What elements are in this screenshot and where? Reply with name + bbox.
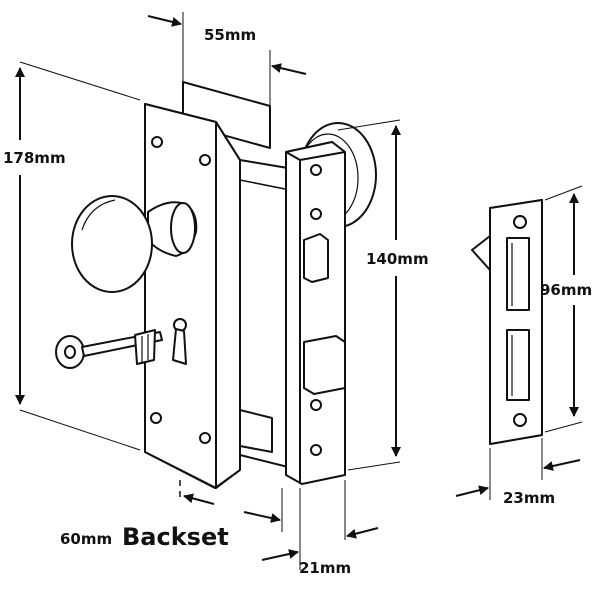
screw-hole (310, 164, 322, 176)
screw-hole (310, 399, 322, 411)
dimension-label-96mm: 96mm (540, 281, 592, 299)
screw-hole (310, 444, 322, 456)
door-knob (71, 195, 198, 293)
screw-hole (310, 208, 322, 220)
dimension-label-140mm: 140mm (366, 250, 429, 268)
strike-opening (506, 329, 530, 401)
skeleton-key (55, 329, 163, 369)
screw-hole (199, 432, 211, 444)
keyhole-icon (172, 318, 187, 365)
strike-opening (506, 237, 530, 311)
dimension-label-55mm: 55mm (204, 26, 256, 44)
screw-hole (151, 136, 163, 148)
backset-label: Backset (122, 523, 229, 551)
screw-hole (150, 412, 162, 424)
dimension-label-60mm: 60mm (60, 530, 112, 548)
latch-bolt (303, 233, 329, 283)
screw-hole (199, 154, 211, 166)
dimension-label-23mm: 23mm (503, 489, 555, 507)
escutcheon-plate (144, 103, 241, 489)
strike-plate (471, 199, 543, 445)
dimension-label-178mm: 178mm (3, 149, 66, 167)
dead-bolt (303, 335, 346, 395)
screw-hole (513, 215, 527, 229)
lock-faceplate (285, 141, 346, 485)
dimension-lines (15, 12, 583, 570)
screw-hole (513, 413, 527, 427)
dimension-label-21mm: 21mm (299, 559, 351, 577)
